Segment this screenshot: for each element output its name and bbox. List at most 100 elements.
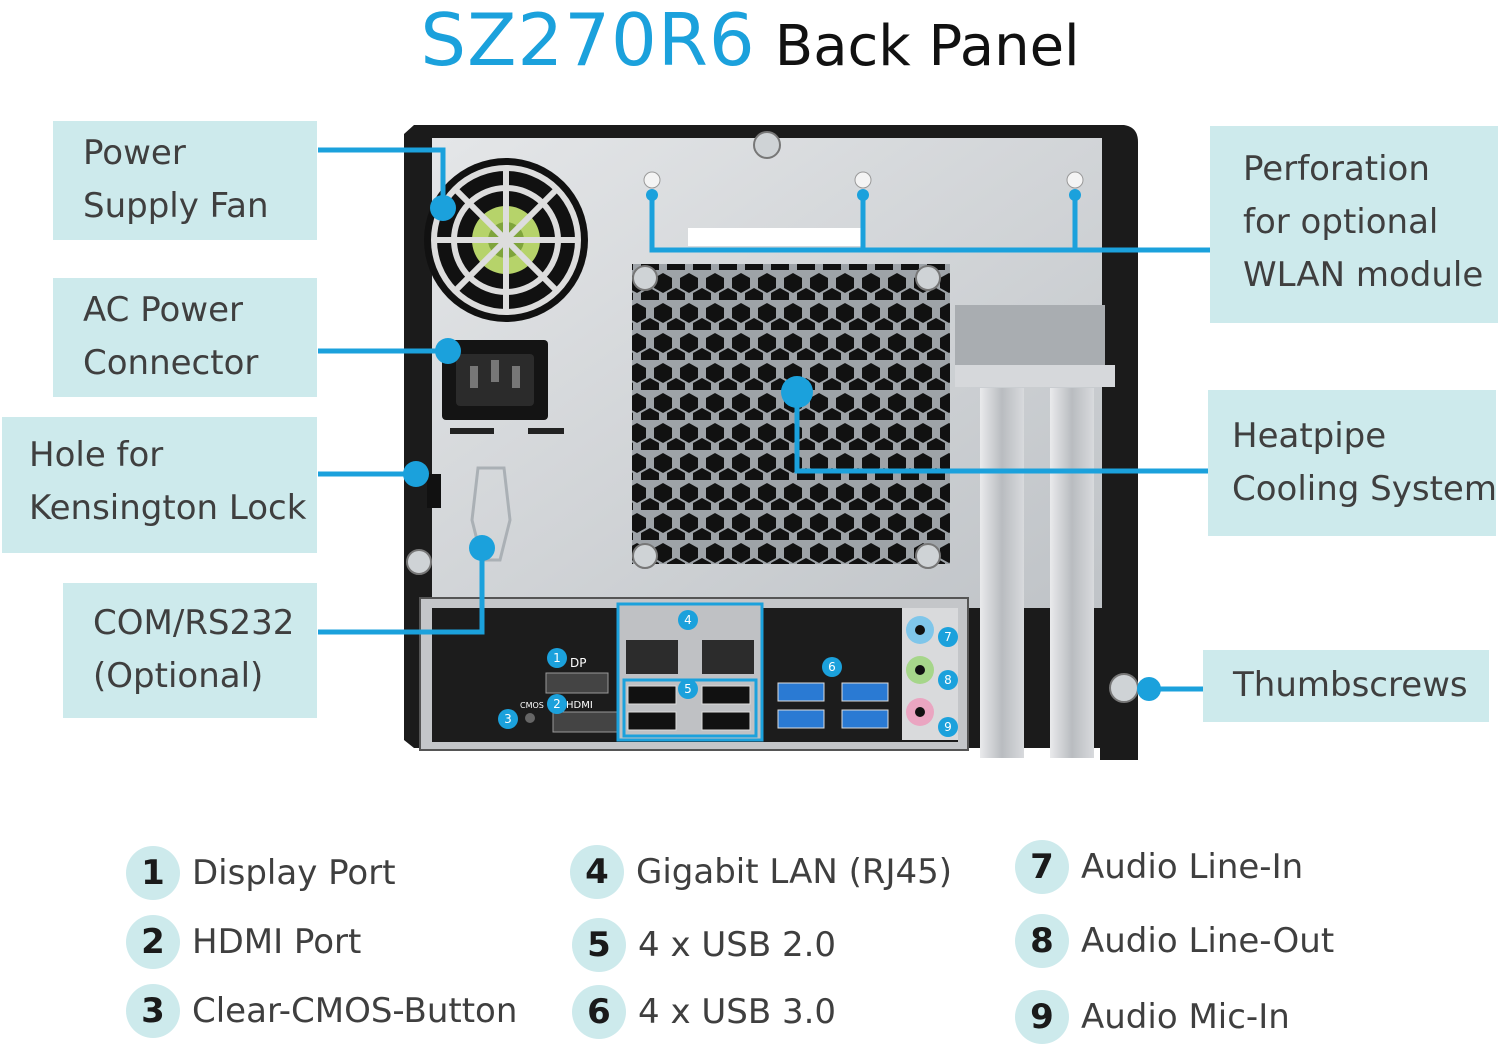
legend-item-1: 1 Display Port <box>126 846 396 900</box>
callout-line: Perforation <box>1243 149 1430 189</box>
hdmi-label: HDMI <box>566 700 593 711</box>
screw <box>632 543 658 569</box>
legend-label: 4 x USB 3.0 <box>638 992 837 1032</box>
legend-label: Display Port <box>192 853 396 893</box>
svg-text:7: 7 <box>944 630 952 644</box>
legend-label: Audio Line-In <box>1081 847 1304 887</box>
legend-item-7: 7 Audio Line-In <box>1015 840 1303 894</box>
dp-label: DP <box>570 656 586 670</box>
svg-text:2: 2 <box>553 697 561 711</box>
callout-thumbscrews: Thumbscrews <box>1203 650 1489 722</box>
screw <box>753 131 781 159</box>
callout-line: Cooling System <box>1232 469 1497 509</box>
callout-line: (Optional) <box>93 656 264 696</box>
usb3-port <box>777 682 825 702</box>
callout-wlan-perforation: Perforation for optional WLAN module <box>1210 126 1498 323</box>
lan-port <box>702 640 754 674</box>
callout-line: for optional <box>1243 202 1439 242</box>
usb3-port <box>841 709 889 729</box>
legend-item-2: 2 HDMI Port <box>126 915 361 969</box>
com-knockout <box>470 466 512 562</box>
wlan-hole <box>1066 171 1084 189</box>
kensington-slot <box>427 474 441 508</box>
legend-badge: 3 <box>126 984 180 1038</box>
wlan-hole <box>854 171 872 189</box>
svg-text:3: 3 <box>504 712 512 726</box>
screw <box>915 265 941 291</box>
port-badge-1: 1 <box>547 648 567 668</box>
page-title: SZ270R6 Back Panel <box>0 0 1500 82</box>
chassis: DP HDMI CMOS <box>404 125 1139 760</box>
port-badge-4: 4 <box>678 610 698 630</box>
callout-line: Thumbscrews <box>1233 665 1468 705</box>
label-sticker <box>688 228 863 246</box>
legend-item-9: 9 Audio Mic-In <box>1015 990 1290 1044</box>
legend-badge: 8 <box>1015 914 1069 968</box>
callout-line: Heatpipe <box>1232 416 1387 456</box>
callout-line: Connector <box>83 343 259 383</box>
legend-item-3: 3 Clear-CMOS-Button <box>126 984 517 1038</box>
wlan-hole <box>643 171 661 189</box>
leader-heatpipe <box>794 392 1208 474</box>
dp-port <box>545 672 609 694</box>
leader-wlan <box>649 195 1210 253</box>
legend-label: 4 x USB 2.0 <box>638 925 837 965</box>
leader-power-fan <box>318 147 446 208</box>
usb3-port <box>777 709 825 729</box>
callout-line: WLAN module <box>1243 255 1484 295</box>
legend-badge: 1 <box>126 846 180 900</box>
port-badge-7: 7 <box>938 627 958 647</box>
legend-item-4: 4 Gigabit LAN (RJ45) <box>570 845 952 899</box>
port-badges: 1 2 3 4 5 6 7 8 9 <box>498 610 958 737</box>
ac-power-connector <box>442 340 564 434</box>
callout-heatpipe-cooling: Heatpipe Cooling System <box>1208 390 1497 536</box>
svg-text:8: 8 <box>944 673 952 687</box>
legend-item-5: 5 4 x USB 2.0 <box>572 918 836 972</box>
thumbscrew <box>1109 673 1139 703</box>
cmos-label: CMOS <box>520 701 544 710</box>
lan-port <box>626 640 678 674</box>
cmos-button <box>525 713 535 723</box>
svg-text:6: 6 <box>828 660 836 674</box>
vent-grille <box>632 264 950 564</box>
callout-line: AC Power <box>83 290 244 330</box>
legend-item-6: 6 4 x USB 3.0 <box>572 985 836 1039</box>
hdmi-port <box>552 711 622 733</box>
legend-label: Audio Line-Out <box>1081 921 1335 961</box>
legend-badge: 2 <box>126 915 180 969</box>
callout-kensington-lock: Hole for Kensington Lock <box>2 417 317 553</box>
leader-com <box>318 548 485 635</box>
usb3-port <box>841 682 889 702</box>
legend-badge: 4 <box>570 845 624 899</box>
legend-badge: 7 <box>1015 840 1069 894</box>
port-badge-2: 2 <box>547 694 567 714</box>
usb2-port <box>627 685 677 705</box>
callout-power-supply-fan: Power Supply Fan <box>53 121 317 240</box>
legend-label: HDMI Port <box>192 922 362 962</box>
callout-ac-power-connector: AC Power Connector <box>53 278 317 397</box>
port-badge-8: 8 <box>938 670 958 690</box>
callout-line: Power <box>83 133 186 173</box>
svg-text:5: 5 <box>684 682 692 696</box>
port-badge-6: 6 <box>822 657 842 677</box>
callout-line: Hole for <box>29 435 164 475</box>
title-subtitle: Back Panel <box>774 14 1080 79</box>
legend-label: Gigabit LAN (RJ45) <box>636 852 953 892</box>
psu-fan <box>424 158 588 322</box>
port-badge-5: 5 <box>678 679 698 699</box>
usb2-port <box>701 711 751 731</box>
model-name: SZ270R6 <box>420 0 756 82</box>
screw <box>406 549 432 575</box>
callout-line: COM/RS232 <box>93 603 295 643</box>
callout-line: Supply Fan <box>83 186 269 226</box>
callout-com-rs232: COM/RS232 (Optional) <box>63 583 317 718</box>
callout-line: Kensington Lock <box>29 488 307 528</box>
legend-badge: 9 <box>1015 990 1069 1044</box>
legend-badge: 5 <box>572 918 626 972</box>
svg-text:1: 1 <box>553 651 561 665</box>
legend-label: Audio Mic-In <box>1081 997 1290 1037</box>
legend-label: Clear-CMOS-Button <box>192 991 518 1031</box>
leader-lines <box>318 147 1210 692</box>
screw <box>632 265 658 291</box>
